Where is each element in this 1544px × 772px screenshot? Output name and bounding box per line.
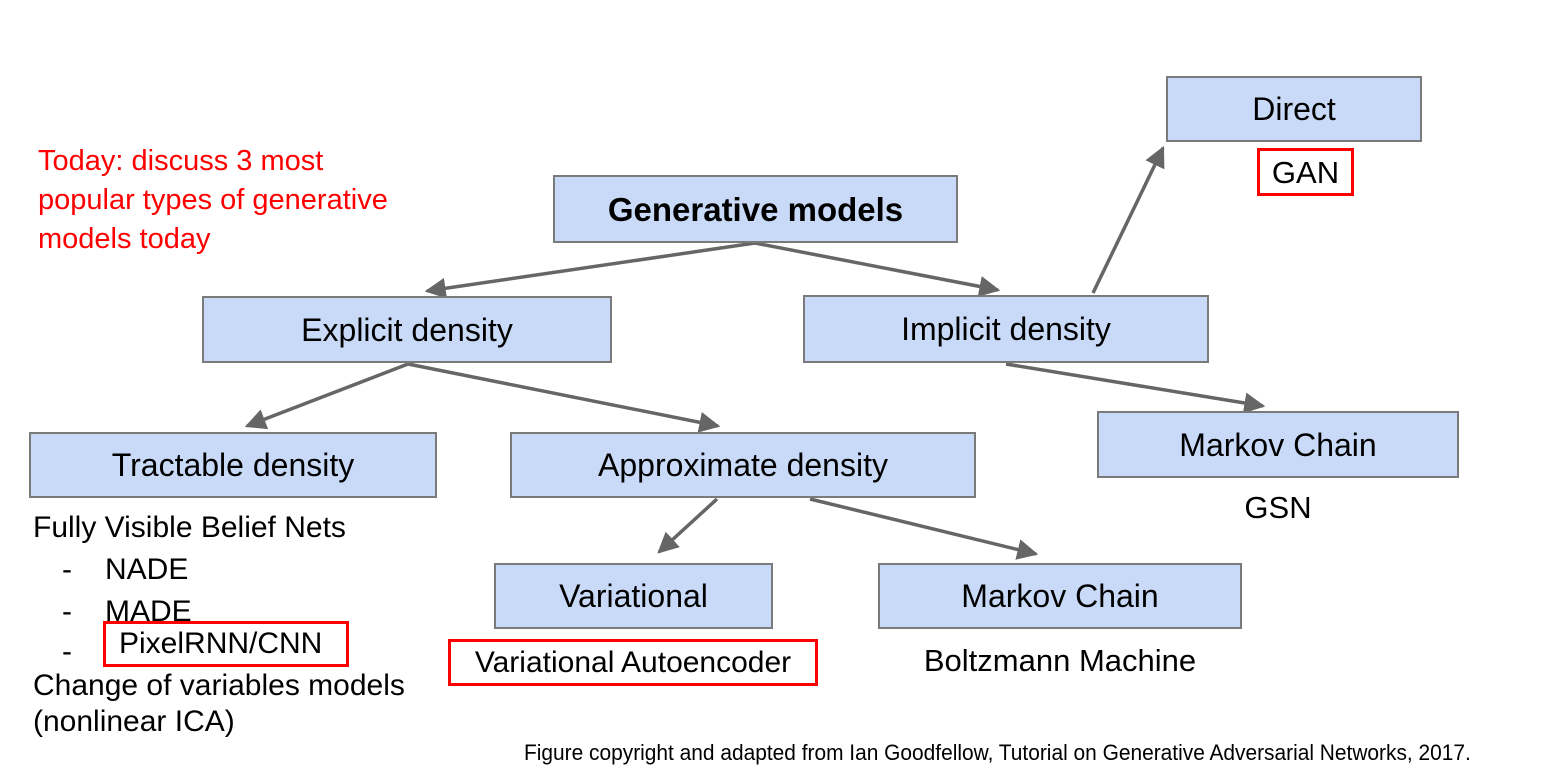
edge-implicit-to-direct [1091,145,1165,294]
list-bullet: - [62,553,72,586]
label-gsn: GSN [1244,490,1312,525]
node-implicit-density: Implicit density [803,295,1209,363]
node-variational: Variational [494,563,773,629]
list-bullet: - [62,635,72,668]
annotation-line: popular types of generative [38,184,388,216]
edge-root-to-implicit [754,241,1001,297]
edge-explicit-to-tractable [244,362,409,430]
list-item-nade: NADE [105,553,189,586]
label-variational-autoencoder: Variational Autoencoder [448,639,818,686]
node-approximate-density: Approximate density [510,432,976,498]
figure-caption: Figure copyright and adapted from Ian Go… [524,740,1471,765]
label-gan: GAN [1257,148,1354,196]
node-generative-models: Generative models [553,175,958,243]
annotation-note: Today: discuss 3 most popular types of g… [38,142,388,259]
node-direct: Direct [1166,76,1422,142]
node-explicit-density: Explicit density [202,296,612,363]
label-boltzmann-machine: Boltzmann Machine [923,643,1197,678]
list-bullet: - [62,595,72,628]
edge-root-to-explicit [424,241,756,299]
list-item-pixelrnn-cnn: PixelRNN/CNN [103,621,349,667]
node-markov-chain-approximate: Markov Chain [878,563,1242,629]
edge-approximate-to-variational [657,497,719,554]
edge-approximate-to-markov-mid [809,497,1039,560]
tractable-notes-footer-line: Change of variables models [33,669,405,702]
tractable-notes-footer-line: (nonlinear ICA) [33,705,235,738]
annotation-line: models today [38,223,211,255]
tractable-notes-header: Fully Visible Belief Nets [33,511,346,544]
edge-implicit-to-markov-right [1005,362,1266,414]
node-markov-chain-implicit: Markov Chain [1097,411,1459,478]
annotation-line: Today: discuss 3 most [38,145,324,177]
node-tractable-density: Tractable density [29,432,437,498]
edge-explicit-to-approximate [407,362,721,433]
